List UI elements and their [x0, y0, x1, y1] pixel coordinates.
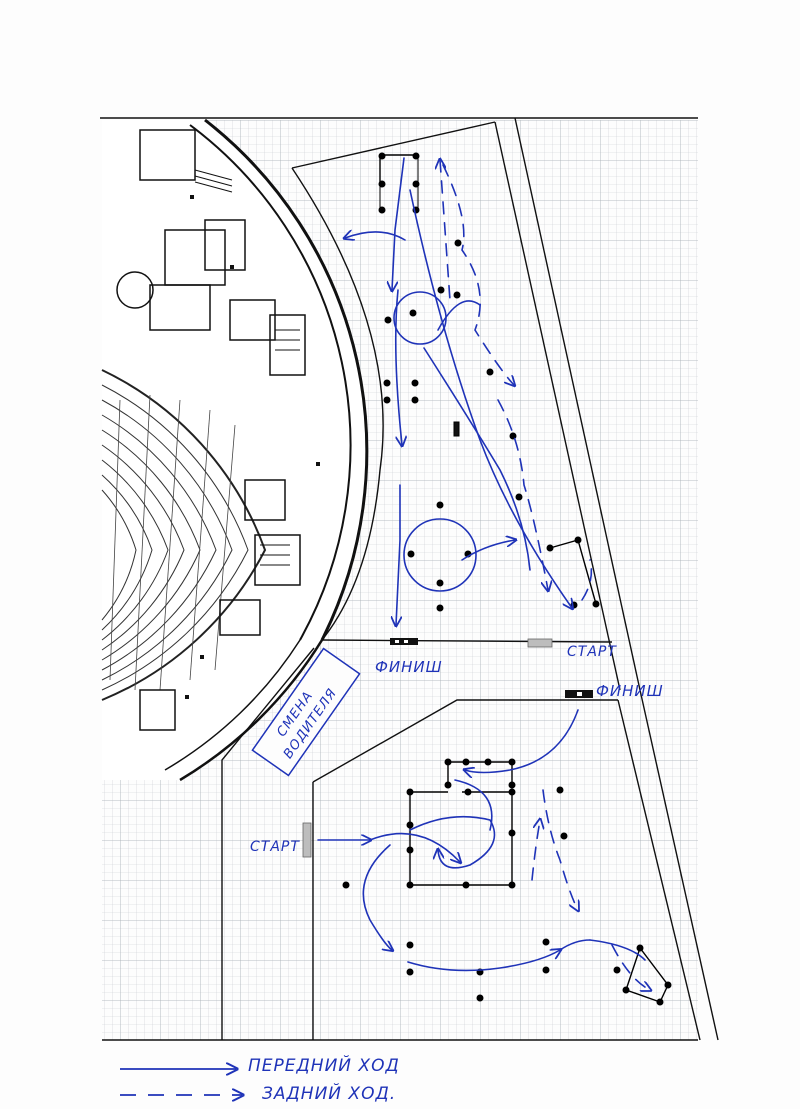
legend-forward-label: ПЕРЕДНИЙ ХОД [248, 1054, 400, 1076]
top-course-cones [378, 152, 600, 612]
forward-paths [317, 157, 646, 972]
building-plan [101, 118, 369, 782]
top-finish-label: ФИНИШ [375, 658, 443, 676]
snake-box [447, 761, 513, 785]
legend: ПЕРЕДНИЙ ХОД ЗАДНИЙ ХОД. [120, 1054, 400, 1104]
bottom-course-cones [342, 758, 672, 1006]
bottom-finish-label: ФИНИШ [596, 682, 664, 700]
bottom-start-label: СТАРТ [250, 839, 300, 855]
garage-box [409, 791, 513, 886]
reverse-paths [440, 160, 650, 990]
site-boundaries [102, 117, 719, 1041]
bottom-finish-gate [565, 690, 593, 698]
top-start-label: СТАРТ [567, 644, 617, 660]
top-start-gate [527, 638, 553, 648]
bottom-start-gate [302, 822, 312, 858]
gates [302, 638, 593, 858]
top-finish-gate [390, 638, 418, 645]
legend-reverse-label: ЗАДНИЙ ХОД. [262, 1082, 396, 1104]
